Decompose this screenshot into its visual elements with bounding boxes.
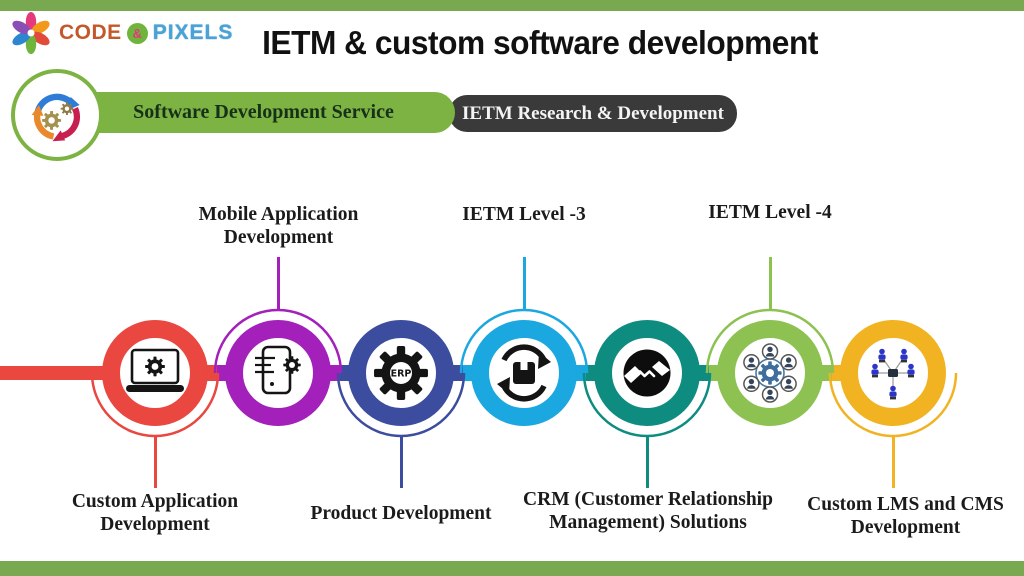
team-gear-icon bbox=[743, 343, 797, 403]
milestone-arc bbox=[459, 308, 589, 374]
brand-pixels: PIXELS bbox=[152, 21, 234, 44]
milestone-arc bbox=[336, 372, 466, 438]
label-connector bbox=[276, 257, 280, 310]
milestone-mobile-application bbox=[208, 303, 348, 443]
package-cycle-icon bbox=[497, 344, 551, 402]
handshake-icon bbox=[623, 349, 671, 397]
milestone-ietm-level-3 bbox=[454, 303, 594, 443]
milestone-arc bbox=[705, 308, 835, 374]
page-title: IETM & custom software development bbox=[262, 24, 818, 61]
bottom-bar bbox=[0, 561, 1024, 576]
tab-label: IETM Research & Development bbox=[462, 102, 724, 124]
label-connector bbox=[768, 257, 772, 310]
timeline-connector bbox=[453, 365, 472, 381]
tab-software-development-service[interactable]: Software Development Service bbox=[58, 92, 455, 133]
timeline-connector bbox=[699, 365, 718, 381]
timeline-connector bbox=[576, 365, 595, 381]
service-badge bbox=[11, 69, 103, 161]
milestone-arc bbox=[213, 308, 343, 374]
timeline-connector bbox=[207, 365, 226, 381]
milestone-label: IETM Level -4 bbox=[708, 202, 832, 223]
lms-network-icon bbox=[871, 348, 915, 400]
milestone-label: Custom LMS and CMS Development bbox=[807, 494, 1004, 538]
label-connector bbox=[399, 436, 403, 488]
milestone-custom-lms-cms bbox=[823, 303, 963, 443]
milestone-arc bbox=[582, 372, 712, 438]
erp-gear-icon: ERP bbox=[374, 346, 428, 400]
milestone-arc bbox=[828, 372, 958, 438]
milestone-label: Product Development bbox=[310, 503, 492, 524]
milestone-label: Mobile Application Development bbox=[198, 204, 359, 248]
cycle-gears-icon bbox=[31, 93, 81, 142]
laptop-gear-icon bbox=[126, 348, 184, 392]
erp-text: ERP bbox=[391, 369, 412, 380]
brand-amp-icon: & bbox=[126, 22, 148, 44]
milestone-label: CRM (Customer Relationship Management) S… bbox=[523, 489, 773, 533]
milestone-label: Custom Application Development bbox=[71, 491, 239, 535]
top-bar bbox=[0, 0, 1024, 11]
timeline-connector bbox=[822, 365, 841, 381]
mobile-gear-icon bbox=[255, 345, 301, 395]
tab-ietm-research-development[interactable]: IETM Research & Development bbox=[449, 95, 737, 132]
milestone-ietm-level-4 bbox=[700, 303, 840, 443]
label-connector bbox=[522, 257, 526, 310]
milestone-product-development: ERP bbox=[331, 303, 471, 443]
milestone-custom-application bbox=[85, 303, 225, 443]
milestone-crm bbox=[577, 303, 717, 443]
timeline-connector bbox=[330, 365, 349, 381]
brand-logo: CODE & PIXELS bbox=[8, 10, 233, 56]
label-connector bbox=[891, 436, 895, 488]
brand-code: CODE bbox=[59, 21, 122, 44]
milestone-label: IETM Level -3 bbox=[462, 204, 586, 225]
label-connector bbox=[153, 436, 157, 488]
pinwheel-icon bbox=[12, 12, 50, 54]
milestone-arc bbox=[90, 372, 220, 438]
timeline-start-line bbox=[0, 366, 104, 380]
tab-label: Software Development Service bbox=[133, 101, 394, 123]
label-connector bbox=[645, 436, 649, 488]
